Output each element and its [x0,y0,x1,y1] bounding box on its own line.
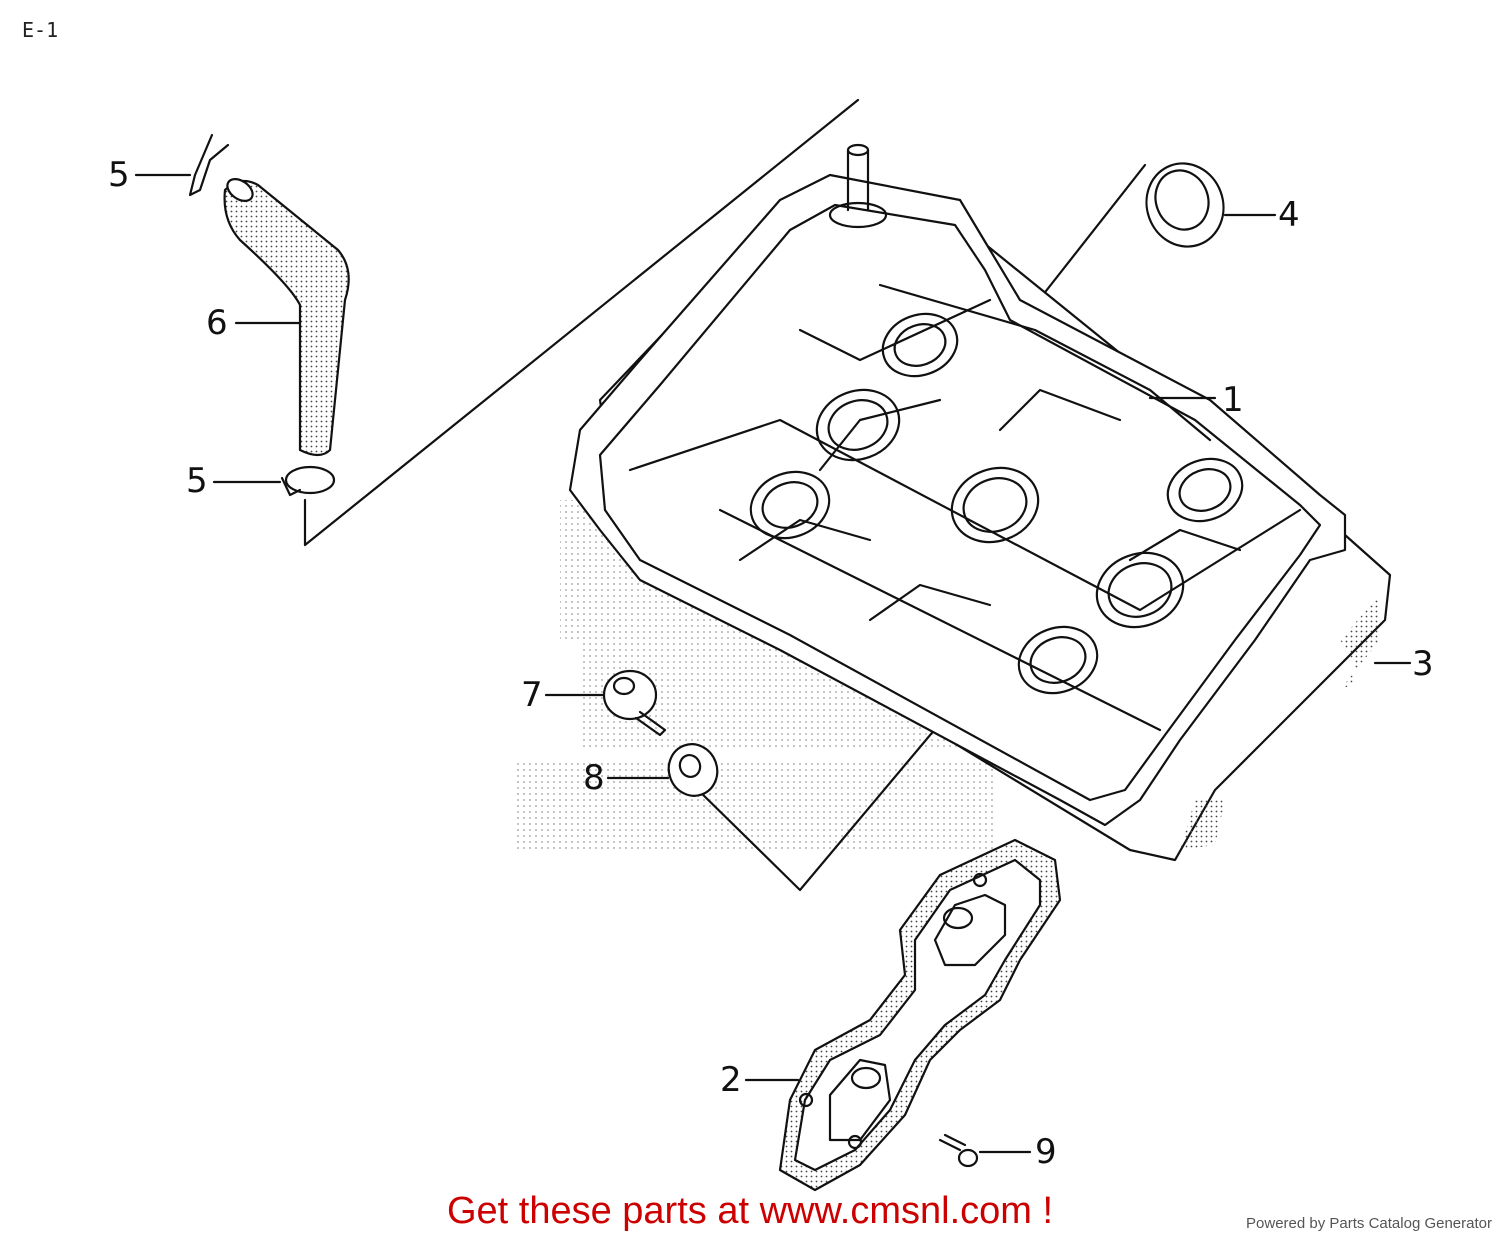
gasket-part-2 [744,838,1062,1192]
callout-6: 6 [206,303,228,343]
callout-5-lower: 5 [186,461,208,501]
grommet-part-4 [1145,162,1277,248]
clip-part-5-lower [212,465,336,497]
callout-2: 2 [720,1060,742,1100]
powered-by-text: Powered by Parts Catalog Generator [1246,1215,1492,1232]
callout-8: 8 [583,758,605,798]
callout-5-upper: 5 [108,155,130,195]
bolt-part-7 [544,669,667,737]
callout-3: 3 [1412,644,1434,684]
diagram-title: E-1 [22,18,59,42]
promo-link[interactable]: Get these parts at www.cmsnl.com ! [446,1190,1054,1232]
washer-part-8 [606,743,719,797]
screw-part-9 [938,1133,1032,1168]
callout-9: 9 [1035,1132,1057,1172]
clip-part-5-upper [134,133,230,197]
cylinder-head-cover [568,143,1347,827]
callout-4: 4 [1278,195,1300,235]
callout-7: 7 [521,675,543,715]
breather-hose [223,177,350,457]
callout-1: 1 [1222,380,1244,420]
